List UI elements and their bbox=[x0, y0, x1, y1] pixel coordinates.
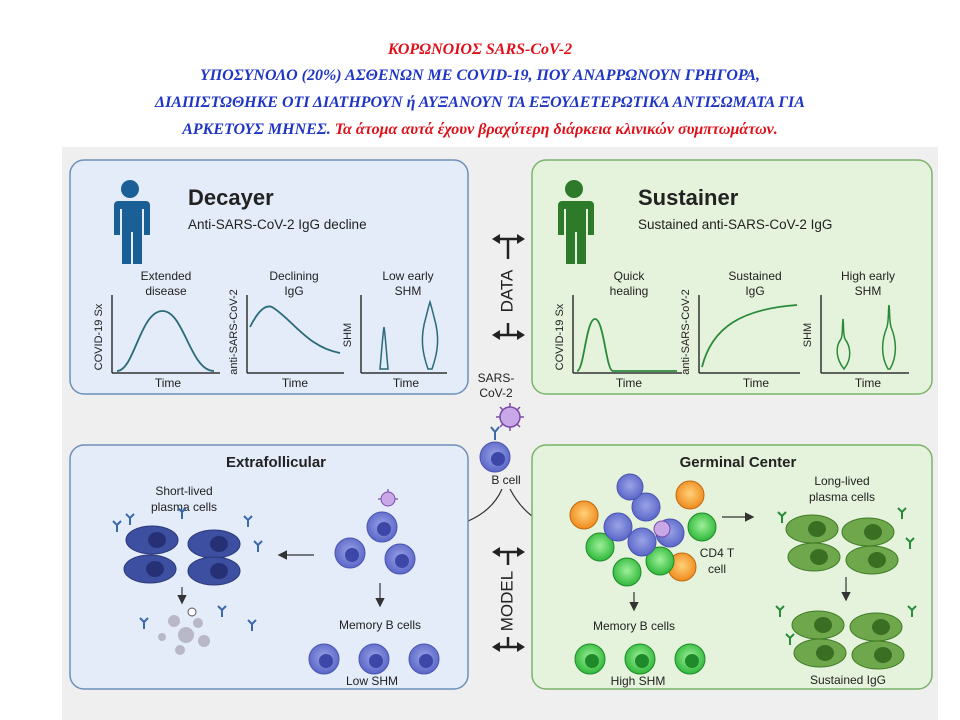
decayer-plot1-title-2: disease bbox=[145, 284, 187, 298]
sustainer-plot2-title-2: IgG bbox=[745, 284, 764, 298]
decayer-subtitle: Anti-SARS-CoV-2 IgG decline bbox=[188, 217, 367, 232]
extrafollicular-shm-label: Low SHM bbox=[346, 674, 398, 688]
sustainer-plot1-title-2: healing bbox=[610, 284, 649, 298]
sustained-plasma-cells bbox=[791, 610, 905, 670]
extrafollicular-plasma-label-2: plasma cells bbox=[151, 500, 217, 514]
sustainer-panel: Sustainer Sustained anti-SARS-CoV-2 IgG … bbox=[531, 159, 933, 395]
memory-b-cells bbox=[308, 643, 440, 675]
virus-label-2: CoV-2 bbox=[479, 386, 513, 400]
b-cell-icon bbox=[479, 426, 511, 473]
sustainer-plot1-ylabel: COVID-19 Sx bbox=[554, 303, 566, 370]
header-line-2: ΥΠΟΣΥΝΟΛΟ (20%) ΑΣΘΕΝΩΝ ΜΕ COVID-19, ΠΟΥ… bbox=[199, 67, 761, 84]
long-lived-plasma-cells bbox=[785, 514, 899, 575]
sustainer-plot2-title-1: Sustained bbox=[728, 269, 781, 283]
sustainer-title: Sustainer bbox=[638, 185, 739, 210]
virus-icon bbox=[378, 489, 398, 507]
decayer-plot3-title-2: SHM bbox=[395, 284, 422, 298]
sustainer-plot1-curve bbox=[576, 318, 677, 372]
cd4-label-1: CD4 T bbox=[700, 546, 735, 560]
decayer-plot1-xlabel: Time bbox=[155, 376, 182, 390]
data-label: DATA bbox=[497, 269, 516, 312]
decayer-plot2-title-2: IgG bbox=[284, 284, 303, 298]
decayer-plot2-xlabel: Time bbox=[282, 376, 309, 390]
cell-debris bbox=[158, 607, 210, 655]
person-icon bbox=[558, 180, 594, 264]
germinal-memory-label: Memory B cells bbox=[593, 619, 675, 633]
sustainer-plot2-curve bbox=[701, 304, 798, 368]
decayer-plot1-ylabel: COVID-19 Sx bbox=[93, 303, 105, 370]
sustainer-plot1-xlabel: Time bbox=[616, 376, 643, 390]
sustained-igg-label: Sustained IgG bbox=[810, 673, 886, 687]
extrafollicular-title: Extrafollicular bbox=[226, 454, 326, 471]
sustainer-subtitle: Sustained anti-SARS-CoV-2 IgG bbox=[638, 217, 832, 232]
plasma-cell-cluster bbox=[123, 525, 241, 586]
virus-icon bbox=[653, 520, 671, 538]
germinal-center-panel: Germinal Center Long-lived plasma cells … bbox=[531, 444, 933, 690]
virus-label-1: SARS- bbox=[478, 371, 515, 385]
sustainer-plot2-ylabel: anti-SARS-CoV-2 bbox=[680, 289, 692, 375]
sustainer-plot3-xlabel: Time bbox=[855, 376, 882, 390]
diagram-figure: Decayer Anti-SARS-CoV-2 IgG decline Exte… bbox=[62, 147, 938, 720]
person-icon bbox=[114, 180, 150, 264]
sustainer-violin-early bbox=[836, 318, 851, 371]
germinal-center-title: Germinal Center bbox=[680, 454, 797, 471]
header-line-4: ΑΡΚΕΤΟΥΣ ΜΗΝΕΣ. Τα άτομα αυτά έχουν βραχ… bbox=[0, 118, 960, 142]
b-cell-label: B cell bbox=[491, 473, 520, 487]
data-arrow: DATA bbox=[492, 234, 525, 340]
sustainer-plot3-ylabel: SHM bbox=[802, 323, 814, 347]
header-line-3: ΔΙΑΠΙΣΤΩΘΗΚΕ ΟΤΙ ΔΙΑΤΗΡΟΥΝ ή ΑΥΞΑΝΟΥΝ ΤΑ… bbox=[155, 94, 805, 111]
decayer-plot3-ylabel: SHM bbox=[342, 323, 354, 347]
activated-b-cells bbox=[334, 511, 416, 575]
germinal-plasma-label-2: plasma cells bbox=[809, 490, 875, 504]
sustainer-violin-late bbox=[881, 304, 897, 370]
decayer-plot3-title-1: Low early bbox=[382, 269, 433, 283]
header-line-4-caps: ΑΡΚΕΤΟΥΣ ΜΗΝΕΣ. bbox=[182, 121, 331, 138]
antibody-icons bbox=[112, 507, 263, 552]
sustainer-plot3-title-2: SHM bbox=[855, 284, 882, 298]
virus-icon bbox=[496, 403, 524, 431]
decayer-plot2-ylabel: anti-SARS-CoV-2 bbox=[228, 289, 240, 375]
header-line-4-note: Τα άτομα αυτά έχουν βραχύτερη διάρκεια κ… bbox=[330, 121, 778, 138]
germinal-plasma-label-1: Long-lived bbox=[814, 474, 869, 488]
cd4-label-2: cell bbox=[708, 562, 726, 576]
memory-b-cells bbox=[574, 643, 706, 675]
model-arrow: MODEL bbox=[492, 547, 525, 652]
decayer-title: Decayer bbox=[188, 185, 274, 210]
decayer-violin-late bbox=[421, 299, 439, 370]
extrafollicular-memory-label: Memory B cells bbox=[339, 618, 421, 632]
antibody-icons bbox=[775, 507, 917, 645]
model-label: MODEL bbox=[497, 571, 516, 631]
germinal-shm-label: High SHM bbox=[611, 674, 666, 688]
decayer-plot2-curve bbox=[249, 305, 341, 354]
gc-cell-cluster bbox=[569, 473, 717, 587]
decayer-plot1-title-1: Extended bbox=[141, 269, 192, 283]
decayer-panel: Decayer Anti-SARS-CoV-2 IgG decline Exte… bbox=[69, 159, 469, 395]
sustainer-plot3-title-1: High early bbox=[841, 269, 895, 283]
sustainer-plot2-xlabel: Time bbox=[743, 376, 770, 390]
decayer-plot1-curve bbox=[116, 310, 215, 372]
extrafollicular-panel: Extrafollicular Short-lived plasma cells bbox=[69, 444, 469, 690]
header-line-1: ΚΟΡΩΝΟΙΟΣ SARS-CoV-2 bbox=[387, 41, 573, 58]
extrafollicular-plasma-label-1: Short-lived bbox=[155, 484, 212, 498]
sustainer-plot1-title-1: Quick bbox=[614, 269, 646, 283]
decayer-violin-early bbox=[379, 326, 389, 370]
decayer-plot2-title-1: Declining bbox=[269, 269, 318, 283]
decayer-plot3-xlabel: Time bbox=[393, 376, 420, 390]
